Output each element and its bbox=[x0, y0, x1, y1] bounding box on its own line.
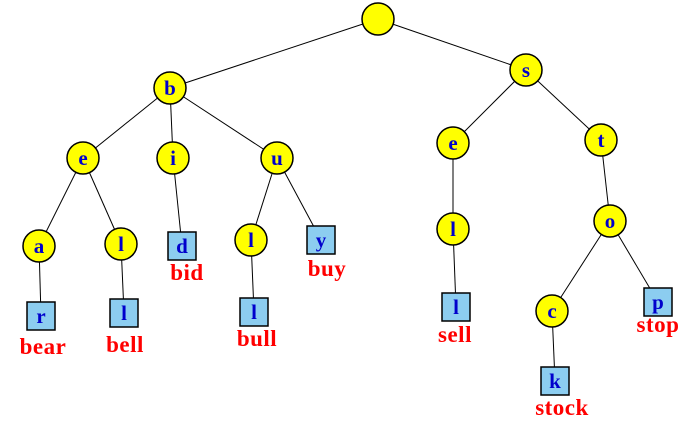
node-letter-l5: l bbox=[251, 300, 257, 324]
node-square bbox=[643, 287, 673, 317]
edge-b-e1 bbox=[82, 87, 171, 159]
node-letter-p: p bbox=[652, 290, 664, 314]
node-letter-s: s bbox=[522, 58, 530, 82]
word-label-stock: stock bbox=[535, 395, 589, 420]
edge-o-c bbox=[551, 220, 611, 312]
node-square bbox=[109, 298, 139, 328]
trie-node-l4: l bbox=[109, 298, 139, 328]
trie-node-k: k bbox=[540, 366, 570, 396]
node-letter-r: r bbox=[36, 304, 45, 328]
trie-node-r: r bbox=[26, 301, 56, 331]
node-layer: b s e i u e t a l d l y l o r l l l c p k bbox=[22, 2, 673, 396]
node-letter-o: o bbox=[605, 209, 616, 233]
word-label-bear: bear bbox=[20, 334, 67, 359]
trie-node-o: o bbox=[593, 204, 627, 238]
node-square bbox=[26, 301, 56, 331]
node-square bbox=[441, 292, 471, 322]
node-letter-b: b bbox=[164, 76, 176, 100]
node-circle bbox=[593, 204, 627, 238]
node-circle bbox=[156, 141, 190, 175]
word-label-sell: sell bbox=[438, 322, 472, 347]
node-letter-k: k bbox=[549, 369, 561, 393]
node-letter-i: i bbox=[170, 146, 176, 170]
edge-s-t bbox=[525, 69, 602, 141]
node-letter-l1: l bbox=[118, 232, 124, 256]
trie-node-i: i bbox=[156, 141, 190, 175]
node-letter-c: c bbox=[547, 299, 556, 323]
node-circle bbox=[509, 53, 543, 87]
edge-b-u bbox=[169, 87, 278, 159]
node-letter-a: a bbox=[34, 234, 45, 258]
trie-node-e2: e bbox=[436, 126, 470, 160]
trie-node-s: s bbox=[509, 53, 543, 87]
trie-node-root bbox=[361, 2, 395, 36]
node-circle bbox=[234, 223, 268, 257]
node-letter-y: y bbox=[316, 228, 327, 252]
trie-node-l6: l bbox=[441, 292, 471, 322]
trie-node-e1: e bbox=[66, 141, 100, 175]
node-circle bbox=[66, 141, 100, 175]
node-circle bbox=[260, 141, 294, 175]
node-letter-l4: l bbox=[121, 301, 127, 325]
trie-node-t: t bbox=[584, 123, 618, 157]
trie-node-l5: l bbox=[239, 297, 269, 327]
trie-node-l1: l bbox=[104, 227, 138, 261]
node-circle bbox=[436, 212, 470, 246]
word-layer: bear bell bid bull buy sell stop stock bbox=[20, 256, 680, 420]
node-square bbox=[306, 225, 336, 255]
node-circle bbox=[584, 123, 618, 157]
trie-node-a: a bbox=[22, 229, 56, 263]
node-letter-l6: l bbox=[453, 295, 459, 319]
node-circle bbox=[361, 2, 395, 36]
node-letter-t: t bbox=[598, 128, 605, 152]
node-letter-e2: e bbox=[448, 131, 457, 155]
word-label-bell: bell bbox=[106, 332, 144, 357]
node-circle bbox=[22, 229, 56, 263]
node-square bbox=[239, 297, 269, 327]
trie-node-y: y bbox=[306, 225, 336, 255]
node-letter-e1: e bbox=[78, 146, 87, 170]
node-circle bbox=[153, 71, 187, 105]
trie-node-b: b bbox=[153, 71, 187, 105]
node-circle bbox=[104, 227, 138, 261]
node-letter-l2: l bbox=[248, 228, 254, 252]
trie-node-c: c bbox=[535, 294, 569, 328]
trie-node-l3: l bbox=[436, 212, 470, 246]
trie-node-p: p bbox=[643, 287, 673, 317]
edge-s-e2 bbox=[452, 69, 527, 144]
word-label-bid: bid bbox=[170, 260, 203, 285]
word-label-buy: buy bbox=[308, 256, 347, 281]
node-square bbox=[167, 231, 197, 261]
node-square bbox=[540, 366, 570, 396]
trie-node-l2: l bbox=[234, 223, 268, 257]
trie-node-d: d bbox=[167, 231, 197, 261]
node-circle bbox=[436, 126, 470, 160]
node-letter-l3: l bbox=[450, 217, 456, 241]
word-label-bull: bull bbox=[237, 326, 277, 351]
trie-node-u: u bbox=[260, 141, 294, 175]
word-label-stop: stop bbox=[637, 312, 680, 337]
node-circle bbox=[535, 294, 569, 328]
node-letter-d: d bbox=[176, 234, 188, 258]
edge-root-s bbox=[377, 18, 527, 71]
edge-root-b bbox=[169, 18, 379, 89]
node-letter-u: u bbox=[271, 146, 283, 170]
